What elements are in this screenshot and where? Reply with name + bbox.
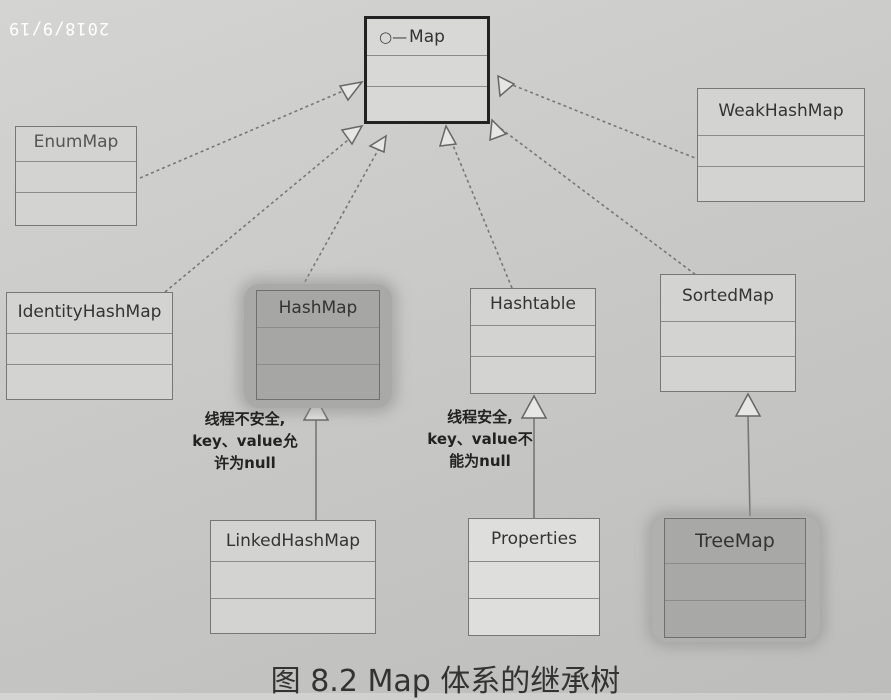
- hashtable-methods: [471, 357, 595, 387]
- properties-header: Properties: [469, 519, 599, 562]
- linkedhashmap-header: LinkedHashMap: [211, 521, 375, 562]
- hashtable-note-line-3: 能为null: [449, 452, 511, 470]
- hashmap-header: HashMap: [257, 291, 379, 328]
- edge-identityhashmap-map: [164, 134, 355, 293]
- arrowhead-sortedmap: [489, 118, 508, 142]
- arrowhead-hashtable: [438, 124, 458, 147]
- map-label: Map: [409, 27, 445, 47]
- enummap-box: EnumMap: [15, 126, 137, 226]
- hashmap-note-line-2: key、value允: [192, 432, 298, 450]
- properties-attributes: [469, 562, 599, 599]
- sortedmap-attributes: [661, 322, 795, 357]
- identityhashmap-attributes: [7, 334, 172, 365]
- treemap-methods: [665, 601, 805, 631]
- properties-methods: [469, 599, 599, 629]
- hashtable-box: Hashtable: [470, 288, 596, 394]
- linkedhashmap-methods: [211, 599, 375, 629]
- edge-enummap-map: [139, 87, 351, 179]
- treemap-header: TreeMap: [665, 519, 805, 564]
- arrowhead-weakhashmap: [497, 74, 516, 98]
- edge-hashtable-map: [449, 137, 513, 289]
- hashtable-note: 线程安全, key、value不 能为null: [412, 406, 548, 472]
- map-header: ○— Map: [367, 19, 487, 56]
- edge-treemap-sortedmap: [747, 415, 751, 519]
- weakhashmap-header: WeakHashMap: [698, 89, 864, 136]
- edge-hashmap-map: [301, 142, 383, 288]
- arrowhead-identityhashmap: [340, 124, 364, 146]
- sortedmap-methods: [661, 357, 795, 387]
- enummap-header: EnumMap: [16, 127, 136, 162]
- hashmap-note: 线程不安全, key、value允 许为null: [180, 408, 310, 474]
- weakhashmap-attributes: [698, 136, 864, 167]
- figure-caption: 图 8.2 Map 体系的继承树: [270, 664, 621, 699]
- treemap-attributes: [665, 564, 805, 601]
- enummap-methods: [16, 193, 136, 223]
- arrowhead-enummap: [338, 80, 364, 102]
- map-attributes: [367, 56, 487, 87]
- hashmap-note-line-1: 线程不安全,: [204, 410, 286, 428]
- arrowhead-treemap: [734, 392, 762, 417]
- hashtable-note-line-1: 线程安全,: [447, 408, 513, 426]
- hashmap-note-line-3: 许为null: [214, 454, 276, 472]
- map-methods: [367, 87, 487, 117]
- weakhashmap-box: WeakHashMap: [697, 88, 865, 202]
- identityhashmap-header: IdentityHashMap: [7, 293, 172, 334]
- edge-sortedmap-map: [499, 127, 701, 279]
- hashmap-attributes: [257, 328, 379, 365]
- arrowhead-hashmap: [368, 134, 387, 154]
- treemap-box: TreeMap: [664, 518, 806, 638]
- interface-icon: ○—: [379, 28, 408, 46]
- sortedmap-header: SortedMap: [661, 275, 795, 322]
- map-interface-box: ○— Map: [364, 16, 490, 124]
- sortedmap-box: SortedMap: [660, 274, 796, 392]
- hashmap-box: HashMap: [256, 290, 380, 400]
- arrowhead-linkedhashmap: [302, 396, 330, 421]
- identityhashmap-box: IdentityHashMap: [6, 292, 173, 400]
- linkedhashmap-box: LinkedHashMap: [210, 520, 376, 634]
- enummap-attributes: [16, 162, 136, 193]
- linkedhashmap-attributes: [211, 562, 375, 599]
- hashtable-header: Hashtable: [471, 289, 595, 326]
- hashmap-methods: [257, 365, 379, 395]
- arrowhead-properties: [520, 394, 548, 419]
- hashtable-attributes: [471, 326, 595, 357]
- edge-weakhashmap-map: [504, 81, 701, 161]
- weakhashmap-methods: [698, 167, 864, 197]
- identityhashmap-methods: [7, 365, 172, 395]
- hashtable-note-line-2: key、value不: [427, 430, 533, 448]
- properties-box: Properties: [468, 518, 600, 636]
